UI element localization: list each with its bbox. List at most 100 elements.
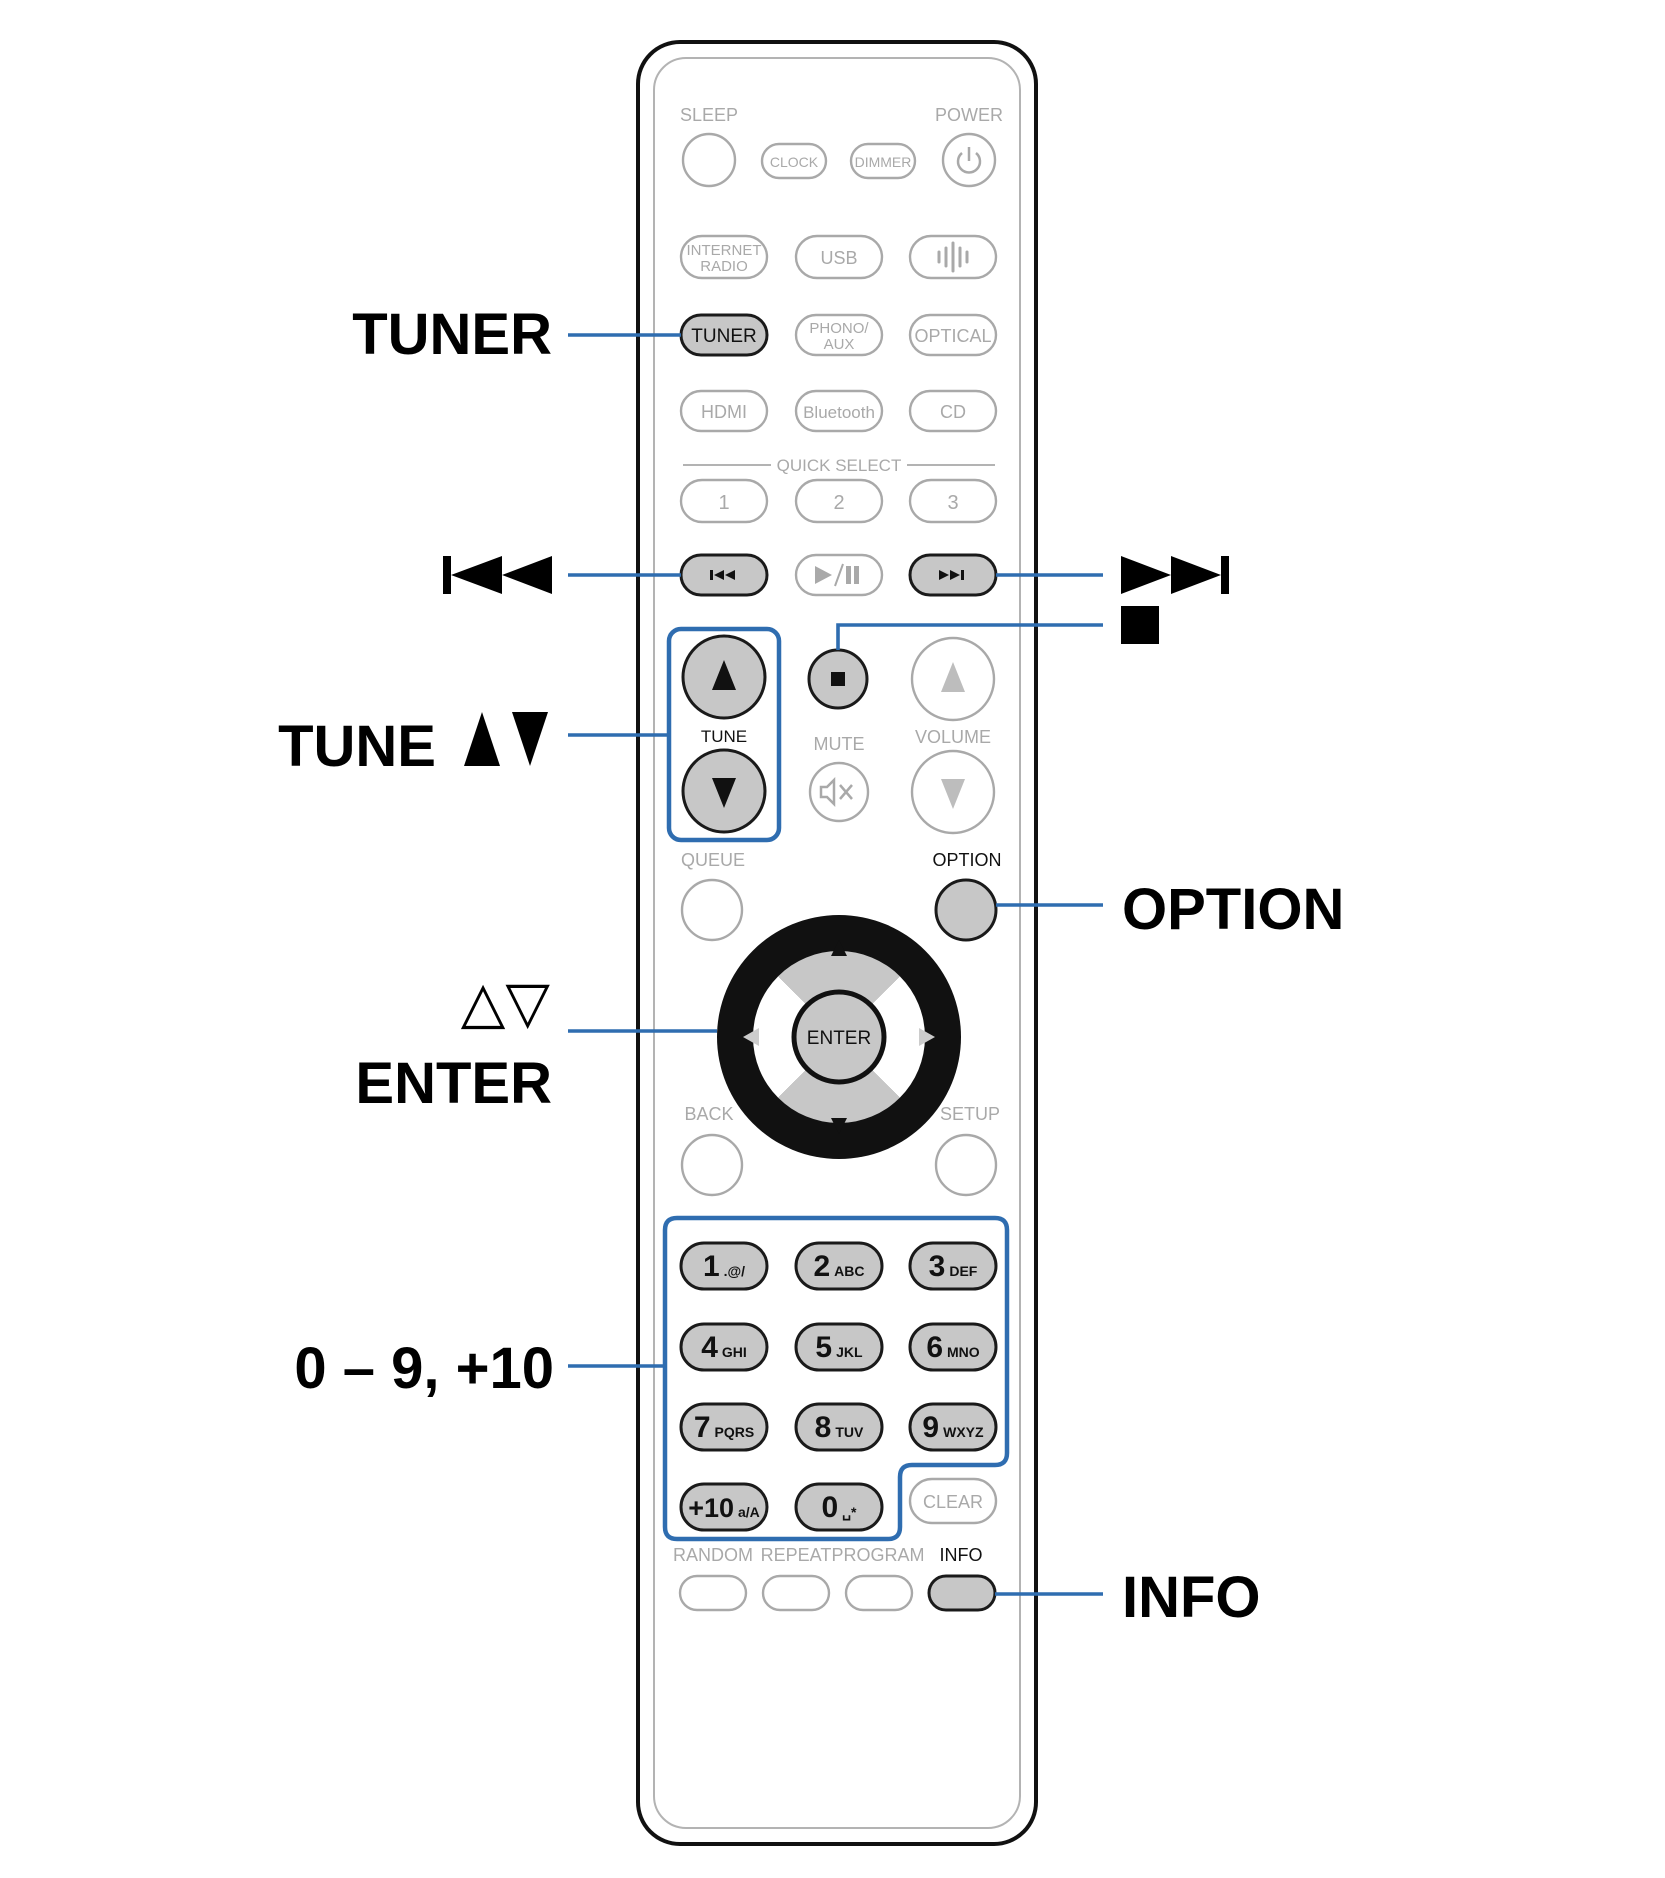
tune-up-icon	[712, 660, 736, 690]
back-button[interactable]	[680, 1133, 744, 1197]
keypad-button-shape[interactable]	[679, 1402, 769, 1452]
bluetooth-label: Bluetooth	[803, 403, 875, 422]
repeat-button[interactable]	[761, 1574, 831, 1612]
option-button-label: OPTION	[932, 850, 1001, 870]
power-label: POWER	[935, 105, 1003, 125]
keypad-button-shape[interactable]	[908, 1241, 998, 1291]
keypad-button-shape[interactable]	[679, 1322, 769, 1372]
keypad-letters: DEF	[949, 1263, 977, 1279]
setup-label: SETUP	[940, 1104, 1000, 1124]
hdmi-label: HDMI	[701, 402, 747, 422]
usb-label: USB	[820, 248, 857, 268]
keypad-button-shape[interactable]	[794, 1241, 884, 1291]
quick-select-1-button[interactable]	[679, 478, 769, 524]
enter-arrows-callout: △▽	[461, 968, 551, 1036]
keypad-letters: GHI	[722, 1344, 747, 1360]
setup-button[interactable]	[934, 1133, 998, 1197]
skip-previous-callout-icon	[443, 556, 552, 594]
stop-icon	[831, 672, 845, 686]
keypad-button-shape[interactable]	[679, 1482, 769, 1532]
phono-aux-button[interactable]	[794, 313, 884, 357]
dimmer-label: DIMMER	[855, 154, 912, 170]
keypad-button-shape[interactable]	[794, 1402, 884, 1452]
random-button[interactable]	[678, 1574, 748, 1612]
skip-next-callout-icon	[1121, 556, 1229, 594]
optical-label: OPTICAL	[914, 326, 991, 346]
cursor-left-button[interactable]	[753, 976, 813, 1098]
internet-radio-button[interactable]	[679, 234, 769, 280]
keypad-button-label: 1.@/	[703, 1250, 745, 1283]
internet-radio-label-line1: INTERNET	[687, 242, 762, 259]
cursor-down-button[interactable]	[778, 1063, 900, 1123]
keypad-button-shape[interactable]	[794, 1482, 884, 1532]
internet-radio-label-line2: RADIO	[700, 258, 748, 275]
optical-button[interactable]	[908, 313, 998, 357]
keypad-button[interactable]: 1.@/	[679, 1241, 769, 1291]
keypad-digit: 4	[701, 1331, 718, 1364]
keypad-button[interactable]: 0␣*	[794, 1482, 884, 1532]
quick-select-2-label: 2	[833, 492, 844, 514]
quick-select-3-button[interactable]	[908, 478, 998, 524]
keypad-button-shape[interactable]	[794, 1322, 884, 1372]
keypad-digit: 8	[815, 1411, 832, 1444]
sleep-button[interactable]	[681, 132, 737, 188]
cursor-up-button[interactable]	[778, 951, 900, 1011]
remote-inner-outline	[653, 57, 1021, 1829]
keypad-button-shape[interactable]	[679, 1241, 769, 1291]
tuner-button-label: TUNER	[691, 326, 756, 347]
skip-previous-icon	[710, 570, 735, 580]
keypad-digit: 2	[813, 1250, 830, 1283]
queue-button[interactable]	[680, 878, 744, 942]
usb-button[interactable]	[794, 234, 884, 280]
keypad-highlight-box	[662, 1215, 1010, 1542]
stop-leader-line	[836, 623, 1103, 650]
quick-select-1-label: 1	[718, 492, 729, 514]
option-button[interactable]	[934, 878, 998, 942]
keypad-button-label: 0␣*	[821, 1491, 857, 1524]
repeat-label: REPEAT	[761, 1545, 832, 1565]
quick-select-2-button[interactable]	[794, 478, 884, 524]
keypad-button-shape[interactable]	[908, 1322, 998, 1372]
power-icon	[956, 147, 982, 174]
enter-button[interactable]	[791, 989, 887, 1085]
keypad-button-shape[interactable]	[908, 1402, 998, 1452]
keypad-letters: .@/	[724, 1263, 746, 1279]
stop-callout-icon	[1121, 606, 1159, 644]
cursor-left-icon	[743, 1028, 759, 1046]
info-button[interactable]	[927, 1574, 997, 1612]
keypad-letters: ␣*	[842, 1504, 857, 1521]
info-button-label: INFO	[940, 1545, 983, 1565]
dimmer-button[interactable]	[849, 142, 917, 180]
cursor-right-button[interactable]	[865, 976, 925, 1098]
clear-button[interactable]	[908, 1477, 998, 1525]
quick-select-label: QUICK SELECT	[777, 456, 902, 475]
bluetooth-button[interactable]	[794, 389, 884, 433]
quick-select-3-label: 3	[947, 492, 958, 514]
info-callout: INFO	[1122, 1565, 1261, 1630]
mute-button[interactable]	[808, 761, 870, 823]
volume-down-icon	[941, 779, 965, 809]
keypad-letters: TUV	[835, 1424, 864, 1440]
program-button[interactable]	[844, 1574, 914, 1612]
triangle-up-down-icon	[464, 712, 548, 766]
keypad-letters: PQRS	[715, 1424, 755, 1440]
cd-button[interactable]	[908, 389, 998, 433]
clock-button[interactable]	[760, 142, 828, 180]
hdmi-button[interactable]	[679, 389, 769, 433]
keypad-digit: 9	[922, 1411, 939, 1444]
tune-down-icon	[712, 778, 736, 808]
